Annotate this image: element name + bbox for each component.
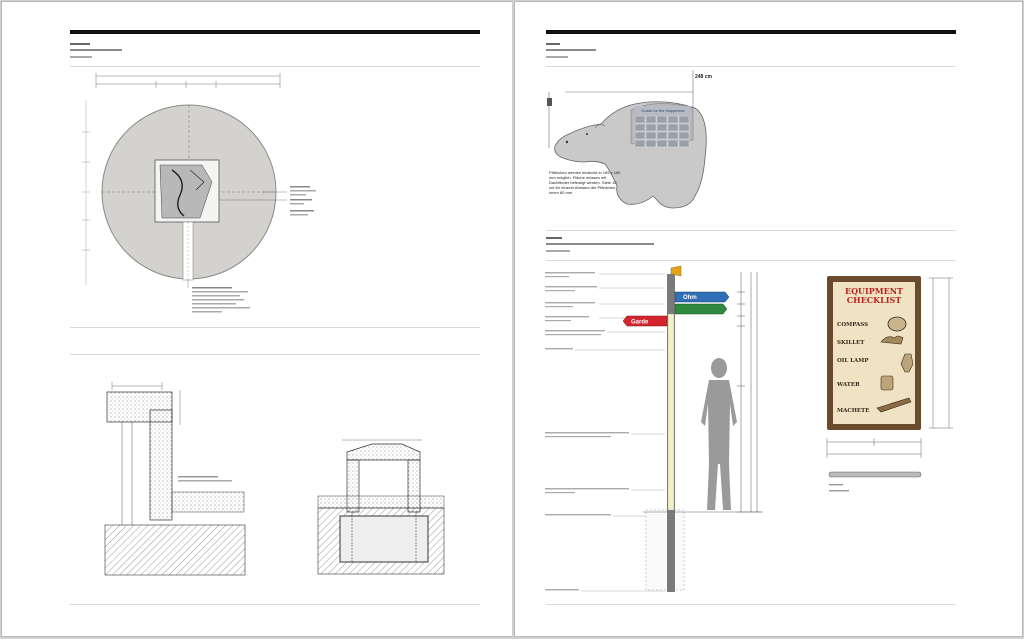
divider bbox=[70, 354, 480, 355]
poster-item: COMPASS bbox=[837, 322, 868, 328]
poster-title-line2: CHECKLIST bbox=[847, 295, 901, 305]
poster-title-line1: EQUIPMENT bbox=[845, 286, 903, 296]
poster-item: WATER bbox=[836, 382, 860, 388]
divider bbox=[546, 230, 956, 231]
wall-section-drawing bbox=[104, 382, 246, 576]
compass-icon bbox=[887, 316, 907, 332]
signpost-sign-green bbox=[674, 303, 728, 315]
foundation-section-drawing bbox=[317, 439, 445, 575]
divider bbox=[546, 604, 956, 605]
section-heading-bar bbox=[70, 43, 90, 45]
bear-sign-drawing: Guide for the Happiness 248 cm bbox=[547, 70, 713, 209]
signpost-sign-red bbox=[622, 315, 668, 327]
page-top-rule bbox=[546, 30, 956, 34]
section-caption-bar bbox=[546, 56, 568, 58]
oil-lamp-icon bbox=[900, 353, 914, 373]
bear-sign-dimension: 248 cm bbox=[695, 74, 713, 80]
machete-icon bbox=[876, 397, 912, 413]
poster-item: MACHETE bbox=[837, 408, 869, 414]
page-gutter bbox=[512, 0, 515, 639]
section-subheading-bar bbox=[70, 49, 122, 51]
divider bbox=[70, 327, 480, 328]
page-top-rule bbox=[70, 30, 480, 34]
person-silhouette bbox=[701, 358, 737, 510]
poster-item: OIL LAMP bbox=[837, 358, 869, 364]
bear-sign-header-text: Guide for the Happiness bbox=[641, 108, 684, 113]
section-heading-bar bbox=[546, 43, 560, 45]
signpost-pole-paint bbox=[667, 313, 675, 511]
bear-sign-note: Pfählchen werden bedruckt in 165 x 160 m… bbox=[549, 170, 621, 195]
right-page: Guide for the Happiness 248 cm Pfählchen… bbox=[515, 2, 1022, 636]
section-subheading-bar bbox=[546, 243, 654, 245]
signpost-flag bbox=[670, 265, 682, 277]
circular-plan-drawing bbox=[82, 73, 316, 313]
section-heading-bar bbox=[546, 237, 562, 239]
signpost-sign-label: Ohm bbox=[683, 295, 697, 301]
left-page bbox=[2, 2, 512, 636]
signpost-sign-label: Garde bbox=[631, 320, 649, 326]
canteen-icon bbox=[880, 375, 894, 391]
section-caption-bar bbox=[70, 56, 92, 58]
section-subheading-bar bbox=[546, 49, 596, 51]
divider bbox=[70, 604, 480, 605]
hat-icon bbox=[880, 335, 904, 345]
section-caption-bar bbox=[546, 250, 570, 252]
signpost-drawing: Ohm Garde bbox=[545, 265, 763, 592]
divider bbox=[70, 66, 480, 67]
divider bbox=[546, 260, 956, 261]
poster-item: SKILLET bbox=[837, 340, 865, 346]
signpost-sign-blue bbox=[674, 291, 730, 303]
divider bbox=[546, 66, 956, 67]
equipment-poster-drawing: EQUIPMENT CHECKLIST COMPASS SKILLET OIL … bbox=[826, 276, 953, 492]
